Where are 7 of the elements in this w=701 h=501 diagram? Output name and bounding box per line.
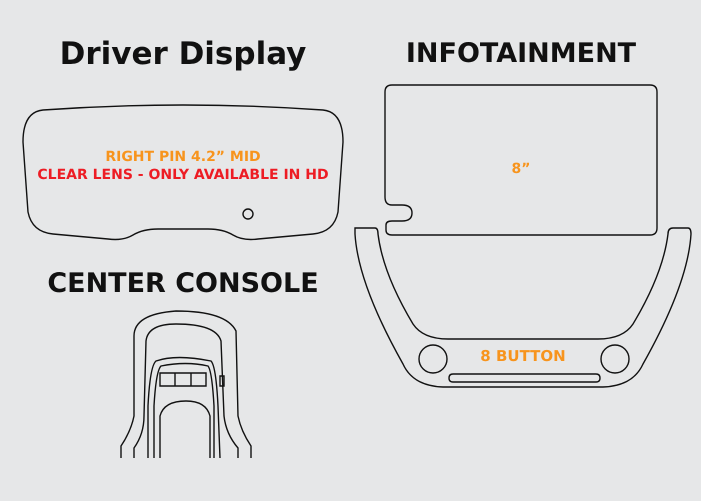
part-note: RIGHT PIN 4.2” MID (105, 149, 261, 165)
part-title: INFOTAINMENT (406, 38, 636, 69)
part-title: Driver Display (60, 36, 306, 72)
part-note: 8 BUTTON (480, 347, 566, 365)
part-note: CLEAR LENS - ONLY AVAILABLE IN HD (37, 167, 329, 183)
part-note: 8” (512, 161, 530, 177)
part-title: CENTER CONSOLE (47, 268, 319, 299)
